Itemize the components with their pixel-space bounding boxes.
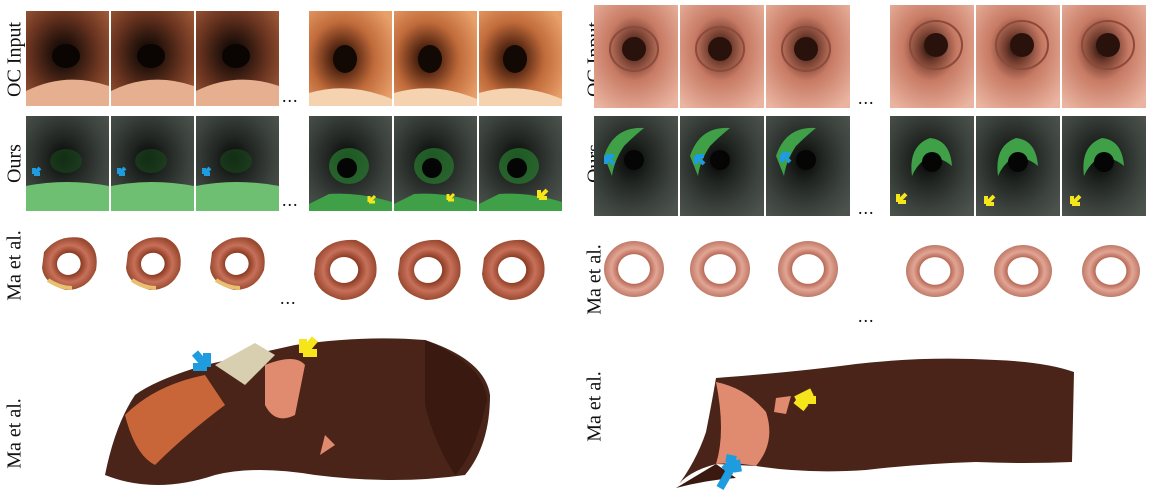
oc-input-frame <box>890 5 974 108</box>
ours-frame <box>479 116 562 211</box>
oc-input-frame <box>680 5 764 108</box>
ours-frame <box>680 116 764 216</box>
ours-frame <box>976 116 1060 216</box>
yellow-arrow-icon <box>793 388 816 412</box>
ours-frame <box>594 116 678 216</box>
yellow-arrow-icon <box>537 188 549 200</box>
blue-arrow-icon <box>191 350 211 371</box>
ours-frame <box>1062 116 1146 216</box>
oc-input-frame <box>309 11 392 106</box>
mesh-thumbnail <box>38 232 102 294</box>
oc-input-frame <box>479 11 562 106</box>
blue-arrow-icon <box>694 154 706 166</box>
oc-input-frame <box>394 11 477 106</box>
ellipsis: ... <box>858 198 875 218</box>
oc-input-frame <box>1062 5 1146 108</box>
ours-frame <box>26 116 109 211</box>
ours-label: Ours <box>3 144 26 183</box>
yellow-arrow-icon <box>367 194 377 204</box>
yellow-arrow-icon <box>984 194 996 206</box>
mesh-thumbnail <box>688 238 752 300</box>
mesh-thumbnail <box>776 238 840 300</box>
yellow-arrow-icon <box>299 336 319 357</box>
mesh-thumbnail <box>310 234 382 304</box>
mesh-thumbnail <box>602 238 666 300</box>
yellow-arrow-icon <box>446 192 456 202</box>
ours-frame <box>766 116 850 216</box>
mesh-thumbnail <box>122 232 186 294</box>
blue-arrow-icon <box>604 154 616 166</box>
ours-frame <box>111 116 194 211</box>
ours-frame <box>394 116 477 211</box>
ellipsis: ... <box>280 288 297 308</box>
left-panel: OC Input Ours Ma et al. Ma et al. <box>0 0 575 502</box>
ellipsis: ... <box>282 86 299 106</box>
ellipsis: ... <box>858 88 875 108</box>
mesh-thumbnail <box>904 242 966 300</box>
ellipsis: ... <box>858 306 875 326</box>
ours-frame <box>890 116 974 216</box>
blue-arrow-icon <box>780 152 792 164</box>
yellow-arrow-icon <box>1070 194 1082 206</box>
mesh-thumbnail <box>394 234 466 304</box>
ma-et-al-label: Ma et al. <box>3 230 26 301</box>
oc-input-frame <box>594 5 678 108</box>
blue-arrow-icon <box>716 454 742 490</box>
oc-input-frame <box>26 11 109 106</box>
blue-arrow-icon <box>117 166 127 176</box>
ma-et-al-3d-label: Ma et al. <box>3 398 26 469</box>
reconstruction-mesh <box>95 325 495 495</box>
blue-arrow-icon <box>202 166 212 176</box>
mesh-thumbnail <box>206 232 270 294</box>
mesh-thumbnail <box>992 242 1054 300</box>
mesh-thumbnail <box>1080 242 1142 300</box>
reconstruction-mesh <box>676 352 1076 492</box>
yellow-arrow-icon <box>896 192 908 204</box>
oc-input-frame <box>111 11 194 106</box>
ours-frame <box>309 116 392 211</box>
oc-input-frame <box>976 5 1060 108</box>
ma-et-al-3d-label: Ma et al. <box>583 371 606 442</box>
blue-arrow-icon <box>32 166 42 176</box>
ellipsis: ... <box>282 190 299 210</box>
right-panel: OC Input Ours Ma et al. Ma et al. <box>580 0 1161 502</box>
ours-frame <box>196 116 279 211</box>
oc-input-frame <box>196 11 279 106</box>
oc-input-label: OC Input <box>3 22 26 97</box>
oc-input-frame <box>766 5 850 108</box>
mesh-thumbnail <box>478 234 550 304</box>
